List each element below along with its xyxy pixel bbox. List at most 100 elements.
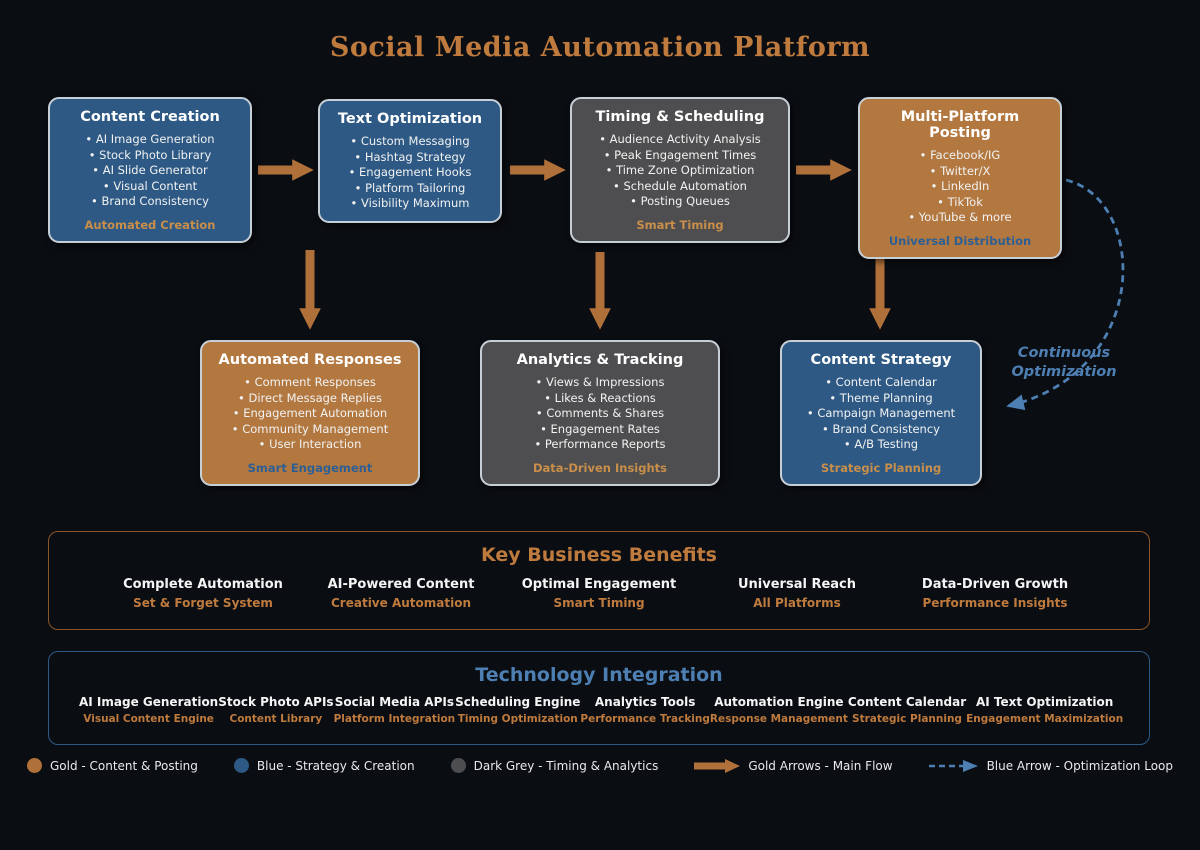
list-item: Posting Queues: [580, 194, 780, 210]
benefit-label: Universal Reach: [737, 577, 857, 592]
technology-panel: Technology Integration AI Image Generati…: [48, 651, 1150, 745]
legend-label: Gold - Content & Posting: [49, 758, 198, 773]
list-item: Visual Content: [58, 179, 242, 195]
tech-label: AI Text Optimization: [976, 695, 1114, 709]
list-item: Campaign Management: [790, 406, 972, 422]
node-multi-platform-posting: Multi-Platform Posting Facebook/IG Twitt…: [858, 97, 1062, 259]
list-item: Engagement Hooks: [328, 165, 492, 181]
list-item: Facebook/IG: [868, 148, 1052, 164]
technology-row: AI Image Generation Visual Content Engin…: [49, 686, 1149, 725]
node-title: Content Creation: [80, 109, 220, 125]
node-footer: Universal Distribution: [888, 233, 1032, 248]
tech-label: Social Media APIs: [334, 695, 454, 709]
legend-label: Blue - Strategy & Creation: [256, 758, 415, 773]
tech-sub: Strategic Planning: [852, 713, 962, 725]
node-content-strategy: Content Strategy Content Calendar Theme …: [780, 340, 982, 486]
list-item: LinkedIn: [868, 179, 1052, 195]
list-item: Direct Message Replies: [210, 391, 410, 407]
node-footer: Smart Engagement: [247, 460, 373, 475]
tech-item: Analytics Tools Performance Tracking: [580, 695, 710, 725]
tech-sub: Visual Content Engine: [83, 713, 214, 725]
legend-item-blue: Blue - Strategy & Creation: [233, 758, 415, 773]
legend-label: Dark Grey - Timing & Analytics: [473, 758, 659, 773]
node-list: Views & Impressions Likes & Reactions Co…: [490, 375, 710, 453]
benefits-title: Key Business Benefits: [480, 544, 717, 566]
list-item: AI Slide Generator: [58, 163, 242, 179]
node-footer: Smart Timing: [636, 217, 724, 232]
benefit-item: Universal Reach All Platforms: [698, 577, 896, 610]
list-item: Custom Messaging: [328, 134, 492, 150]
benefit-sub: All Platforms: [753, 596, 841, 610]
legend: Gold - Content & Posting Blue - Strategy…: [0, 758, 1200, 773]
tech-item: AI Image Generation Visual Content Engin…: [79, 695, 218, 725]
benefit-label: Data-Driven Growth: [921, 577, 1069, 592]
legend-item-gold-arrow: Gold Arrows - Main Flow: [694, 758, 893, 773]
optimization-loop-label: Continuous Optimization: [1011, 345, 1117, 380]
tech-sub: Content Library: [229, 713, 323, 725]
list-item: Brand Consistency: [790, 422, 972, 438]
list-item: YouTube & more: [868, 210, 1052, 226]
list-item: Content Calendar: [790, 375, 972, 391]
node-list: Audience Activity Analysis Peak Engageme…: [580, 132, 780, 210]
node-list: Content Calendar Theme Planning Campaign…: [790, 375, 972, 453]
gold-arrow-icon: [694, 758, 741, 773]
node-list: Custom Messaging Hashtag Strategy Engage…: [328, 134, 492, 212]
grey-dot-icon: [450, 758, 466, 773]
tech-label: AI Image Generation: [79, 695, 219, 709]
node-content-creation: Content Creation AI Image Generation Sto…: [48, 97, 252, 243]
benefit-sub: Smart Timing: [553, 596, 645, 610]
list-item: Performance Reports: [490, 437, 710, 453]
list-item: Twitter/X: [868, 164, 1052, 180]
tech-label: Content Calendar: [847, 695, 967, 709]
benefit-label: Complete Automation: [123, 577, 283, 592]
list-item: Likes & Reactions: [490, 391, 710, 407]
node-title: Multi-Platform Posting: [900, 109, 1020, 141]
list-item: Peak Engagement Times: [580, 148, 780, 164]
list-item: Audience Activity Analysis: [580, 132, 780, 148]
node-title: Analytics & Tracking: [516, 352, 684, 368]
list-item: Time Zone Optimization: [580, 163, 780, 179]
tech-sub: Engagement Maximization: [966, 713, 1124, 725]
benefit-item: Complete Automation Set & Forget System: [104, 577, 302, 610]
benefit-sub: Creative Automation: [331, 596, 471, 610]
benefit-item: Data-Driven Growth Performance Insights: [896, 577, 1094, 610]
tech-item: Automation Engine Response Management: [710, 695, 848, 725]
tech-label: Analytics Tools: [594, 695, 696, 709]
page-title: Social Media Automation Platform: [329, 32, 871, 63]
tech-label: Automation Engine: [714, 695, 844, 709]
list-item: Theme Planning: [790, 391, 972, 407]
list-item: Visibility Maximum: [328, 196, 492, 212]
list-item: Engagement Rates: [490, 422, 710, 438]
benefit-item: Optimal Engagement Smart Timing: [500, 577, 698, 610]
node-automated-responses: Automated Responses Comment Responses Di…: [200, 340, 420, 486]
benefit-item: AI-Powered Content Creative Automation: [302, 577, 500, 610]
list-item: Views & Impressions: [490, 375, 710, 391]
tech-label: Scheduling Engine: [455, 695, 581, 709]
list-item: Brand Consistency: [58, 194, 242, 210]
node-analytics-tracking: Analytics & Tracking Views & Impressions…: [480, 340, 720, 486]
gold-dot-icon: [26, 758, 42, 773]
list-item: A/B Testing: [790, 437, 972, 453]
node-title: Automated Responses: [218, 352, 402, 368]
benefit-label: Optimal Engagement: [521, 577, 677, 592]
list-item: AI Image Generation: [58, 132, 242, 148]
legend-label: Gold Arrows - Main Flow: [748, 758, 893, 773]
tech-item: Social Media APIs Platform Integration: [334, 695, 456, 725]
benefits-row: Complete Automation Set & Forget System …: [49, 566, 1149, 610]
technology-title: Technology Integration: [475, 664, 723, 686]
blue-dashed-arrow-icon: [928, 759, 978, 772]
node-footer: Automated Creation: [84, 217, 216, 232]
node-footer: Strategic Planning: [820, 460, 942, 475]
list-item: Platform Tailoring: [328, 181, 492, 197]
node-list: Facebook/IG Twitter/X LinkedIn TikTok Yo…: [868, 148, 1052, 226]
legend-label: Blue Arrow - Optimization Loop: [986, 758, 1174, 773]
node-title: Text Optimization: [337, 111, 483, 127]
node-footer: Data-Driven Insights: [533, 460, 667, 475]
benefit-sub: Performance Insights: [922, 596, 1068, 610]
benefit-sub: Set & Forget System: [133, 596, 273, 610]
benefit-label: AI-Powered Content: [327, 577, 475, 592]
tech-item: AI Text Optimization Engagement Maximiza…: [966, 695, 1123, 725]
list-item: TikTok: [868, 195, 1052, 211]
node-list: Comment Responses Direct Message Replies…: [210, 375, 410, 453]
